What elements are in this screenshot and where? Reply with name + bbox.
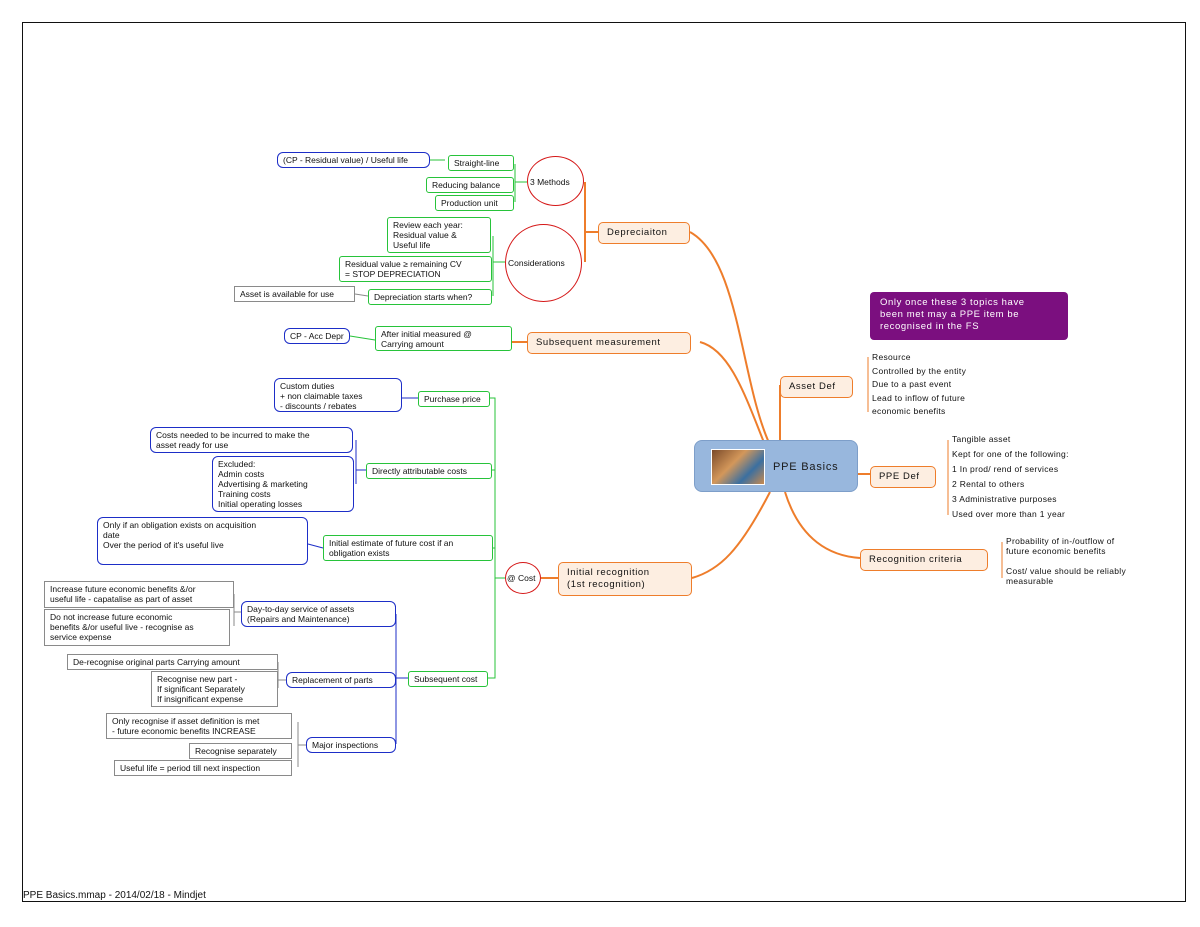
at-cost-circle[interactable] [505,562,541,594]
central-topic-label: PPE Basics [773,461,839,473]
method-production-unit[interactable]: Production unit [435,195,514,211]
custom-duties[interactable]: Custom duties + non claimable taxes - di… [274,378,402,412]
page-frame [22,22,1186,902]
ppe-def-items: Tangible asset Kept for one of the follo… [952,434,1069,519]
consideration-residual[interactable]: Residual value ≥ remaining CV = STOP DEP… [339,256,492,282]
topic-subsequent-measurement[interactable]: Subsequent measurement [527,332,691,354]
directly-attributable-costs[interactable]: Directly attributable costs [366,463,492,479]
derecognise-original-parts[interactable]: De-recognise original parts Carrying amo… [67,654,278,670]
subsequent-cost[interactable]: Subsequent cost [408,671,488,687]
asset-def-items: Resource Controlled by the entity Due to… [872,352,967,417]
costs-needed[interactable]: Costs needed to be incurred to make the … [150,427,353,453]
topic-ppe-def[interactable]: PPE Def [870,466,936,488]
recognise-separately[interactable]: Recognise separately [189,743,292,759]
methods-circle[interactable] [527,156,584,206]
recognise-new-part[interactable]: Recognise new part - If significant Sepa… [151,671,278,707]
construction-image-icon [711,449,765,485]
note-callout: Only once these 3 topics have been met m… [870,292,1068,340]
purchase-price[interactable]: Purchase price [418,391,490,407]
useful-life-period[interactable]: Useful life = period till next inspectio… [114,760,292,776]
consideration-review[interactable]: Review each year: Residual value & Usefu… [387,217,491,253]
topic-considerations: Considerations [508,258,565,268]
topic-depreciation[interactable]: Depreciaiton [598,222,690,244]
cp-acc-depr[interactable]: CP - Acc Depr [284,328,350,344]
topic-initial-recognition[interactable]: Initial recognition (1st recognition) [558,562,692,596]
not-increase-economic-benefits[interactable]: Do not increase future economic benefits… [44,609,230,646]
central-topic[interactable]: PPE Basics [694,440,858,492]
after-initial-measured[interactable]: After initial measured @ Carrying amount [375,326,512,351]
definition-brackets [867,357,1003,578]
topic-at-cost: @ Cost [507,573,536,583]
method-straight-line[interactable]: Straight-line [448,155,514,171]
replacement-of-parts[interactable]: Replacement of parts [286,672,396,688]
topic-asset-def[interactable]: Asset Def [780,376,853,398]
blue-links [307,397,418,744]
green-links [349,159,527,679]
asset-available-for-use[interactable]: Asset is available for use [234,286,355,302]
gray-links [233,293,369,767]
topic-3-methods: 3 Methods [530,177,570,187]
topic-recognition-criteria[interactable]: Recognition criteria [860,549,988,571]
excluded-costs[interactable]: Excluded: Admin costs Advertising & mark… [212,456,354,512]
increase-economic-benefits[interactable]: Increase future economic benefits &/or u… [44,581,234,608]
consideration-starts-when[interactable]: Depreciation starts when? [368,289,492,305]
obligation-exists[interactable]: Only if an obligation exists on acquisit… [97,517,308,565]
method-reducing-balance[interactable]: Reducing balance [426,177,514,193]
only-recognise-if-met[interactable]: Only recognise if asset definition is me… [106,713,292,739]
considerations-circle[interactable] [505,224,582,302]
straight-line-formula[interactable]: (CP - Residual value) / Useful life [277,152,430,168]
initial-estimate-future-cost[interactable]: Initial estimate of future cost if an ob… [323,535,493,561]
footer-caption: PPE Basics.mmap - 2014/02/18 - Mindjet [23,890,206,901]
major-inspections[interactable]: Major inspections [306,737,396,753]
day-to-day-service[interactable]: Day-to-day service of assets (Repairs an… [241,601,396,627]
recognition-criteria-items: Probability of in-/outflow of future eco… [1006,536,1127,586]
